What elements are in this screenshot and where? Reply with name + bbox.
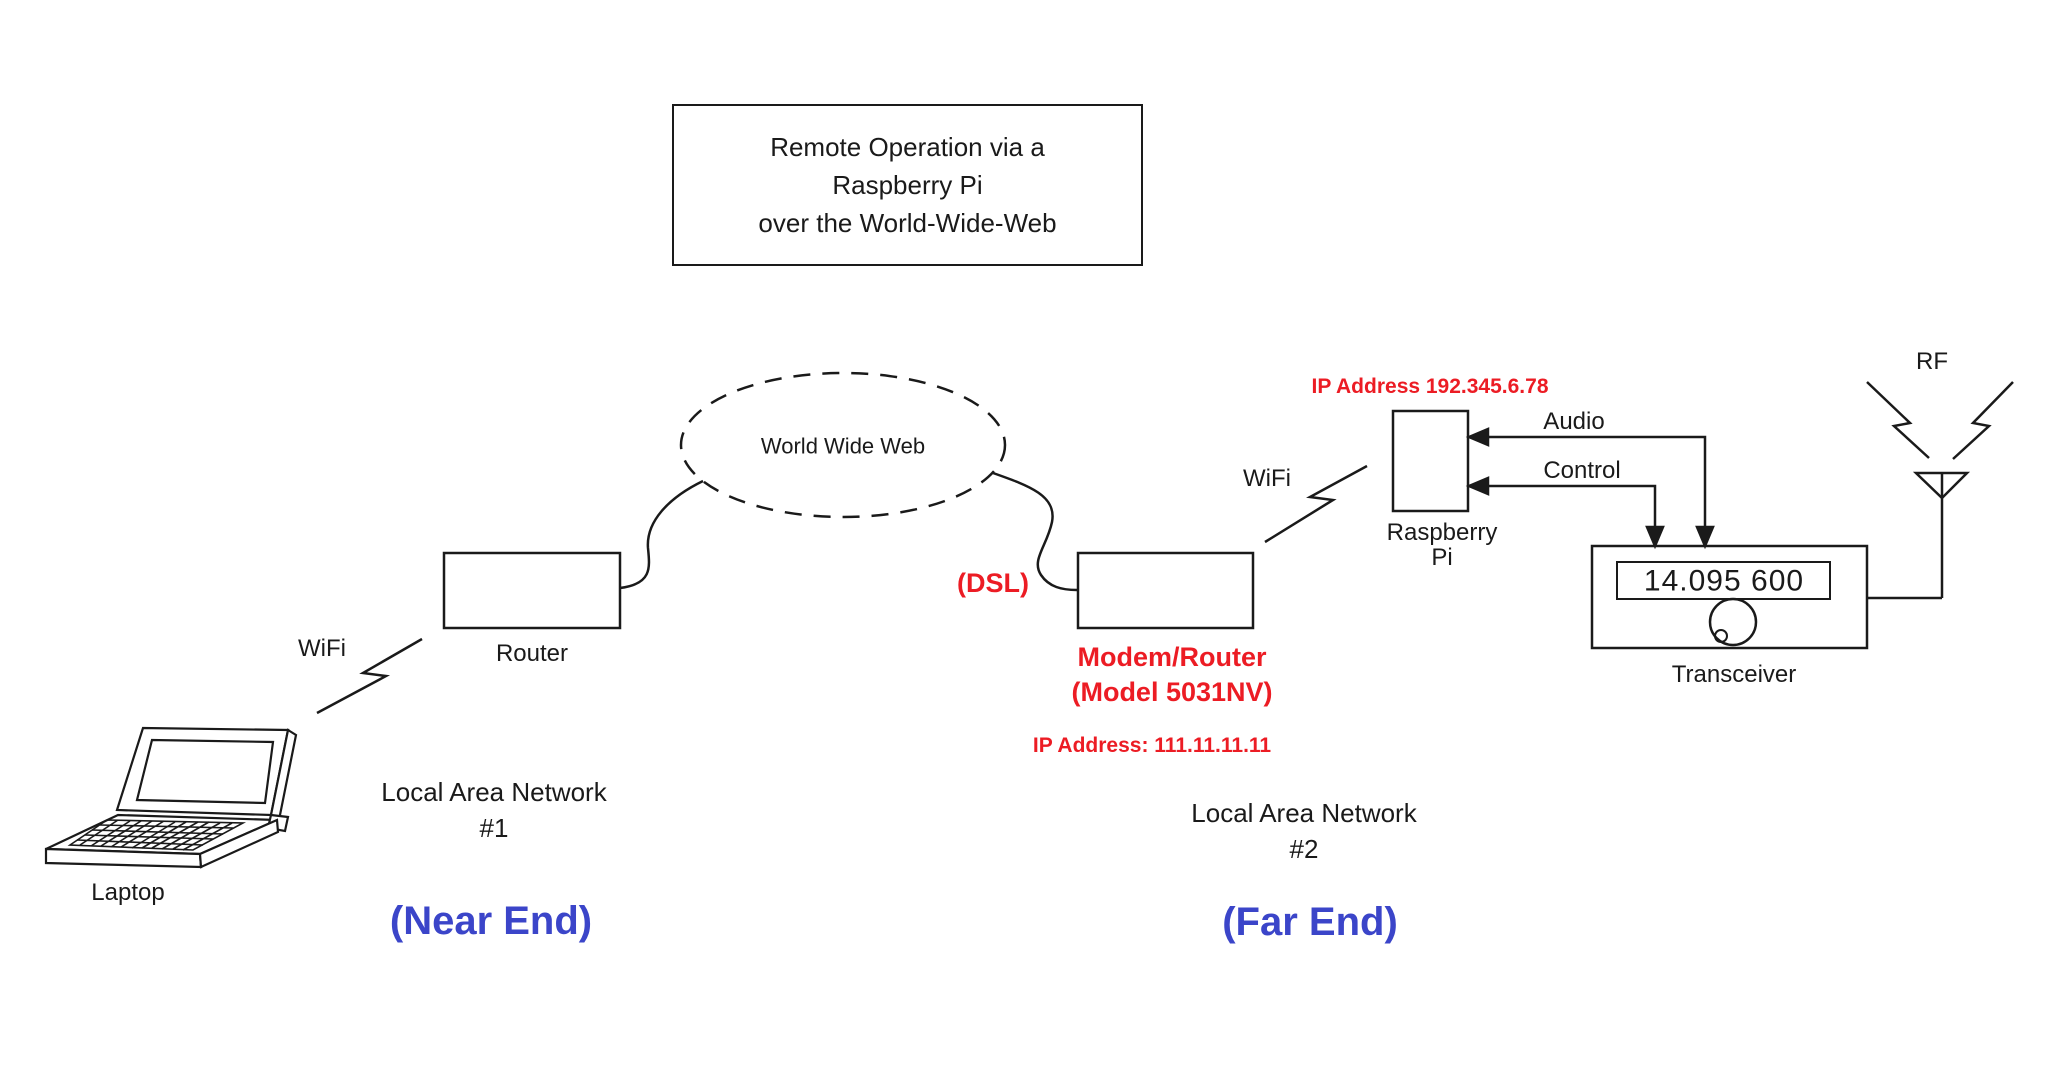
wifi-label-near: WiFi	[298, 635, 346, 662]
frequency-display-box	[1616, 561, 1831, 600]
laptop-icon	[44, 726, 298, 869]
wifi-link-icon-far	[1264, 464, 1368, 544]
audio-arrowhead-down	[1695, 525, 1715, 550]
raspberry-pi-box	[1391, 409, 1470, 513]
wifi-link-icon-near	[316, 637, 423, 715]
far-end-caption: (Far End)	[1222, 900, 1398, 944]
control-arrow-line	[1487, 484, 1657, 528]
modem-ip-label: IP Address: 111.11.11.11	[1032, 733, 1272, 757]
www-cloud-icon	[679, 371, 1007, 519]
modem-caption: Modem/Router (Model 5031NV)	[1071, 642, 1273, 707]
modem-box	[1076, 551, 1255, 630]
tuning-knob-dot	[1714, 629, 1728, 643]
diagram-title: Remote Operation via a Raspberry Pi over…	[672, 104, 1143, 266]
router-box	[442, 551, 622, 630]
router-label: Router	[495, 640, 569, 667]
www-cloud-label: World Wide Web	[760, 433, 926, 459]
wifi-label-far: WiFi	[1243, 465, 1291, 492]
audio-arrowhead-left	[1465, 427, 1490, 447]
modem-cloud-link-line	[992, 471, 1078, 592]
raspberry-pi-label: Raspberry Pi	[1386, 519, 1498, 571]
dsl-label: (DSL)	[957, 568, 1029, 599]
lan2-caption: Local Area Network #2	[1191, 798, 1417, 864]
router-cloud-link-line	[619, 479, 704, 590]
near-end-caption: (Near End)	[389, 899, 593, 943]
control-arrowhead-down	[1645, 525, 1665, 550]
rf-wave-icon-left	[1866, 381, 1930, 459]
tuning-knob-icon	[1708, 597, 1758, 647]
control-label: Control	[1543, 457, 1621, 484]
laptop-label: Laptop	[91, 879, 165, 906]
frequency-display: 14.095 600	[1643, 564, 1805, 598]
rf-label: RF	[1916, 348, 1948, 375]
transceiver-label: Transceiver	[1671, 661, 1797, 688]
rf-wave-icon-right	[1952, 381, 2014, 460]
control-arrowhead-left	[1465, 476, 1490, 496]
audio-arrow-line	[1487, 435, 1707, 528]
audio-label: Audio	[1543, 408, 1605, 435]
lan1-caption: Local Area Network #1	[381, 777, 607, 843]
pi-ip-label: IP Address 192.345.6.78	[1311, 374, 1549, 398]
